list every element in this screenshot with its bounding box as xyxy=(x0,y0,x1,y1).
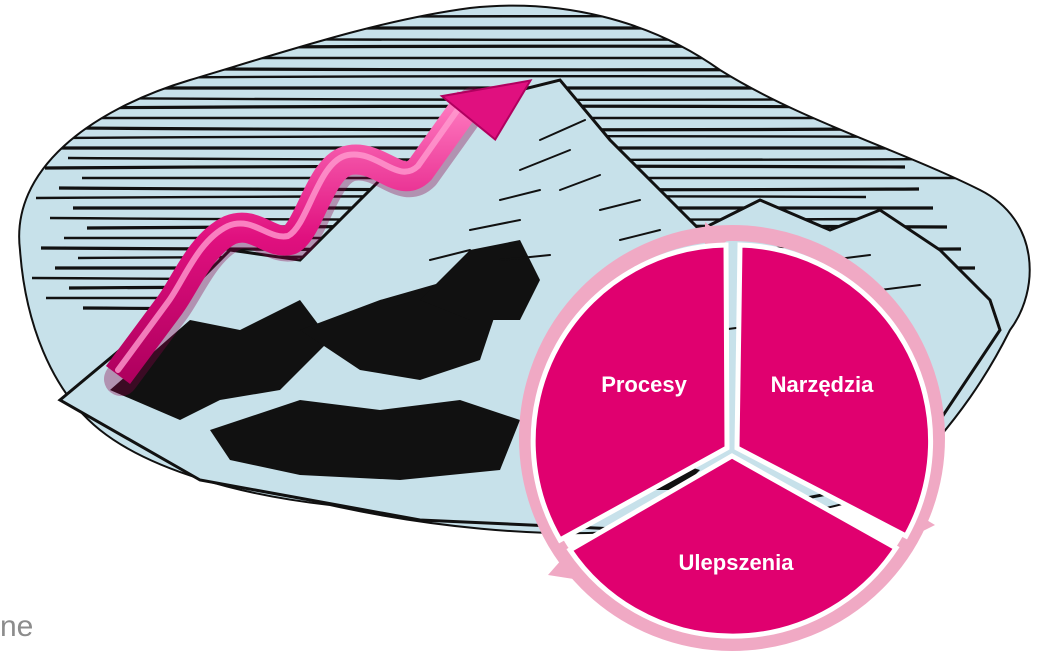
hatch-line xyxy=(35,68,955,70)
corner-text: ne xyxy=(0,612,33,642)
cycle-label-ulepszenia: Ulepszenia xyxy=(679,550,795,575)
hatch-line xyxy=(81,46,941,48)
cycle-label-narzedzia: Narzędzia xyxy=(771,372,874,397)
cycle-label-procesy: Procesy xyxy=(601,372,687,397)
